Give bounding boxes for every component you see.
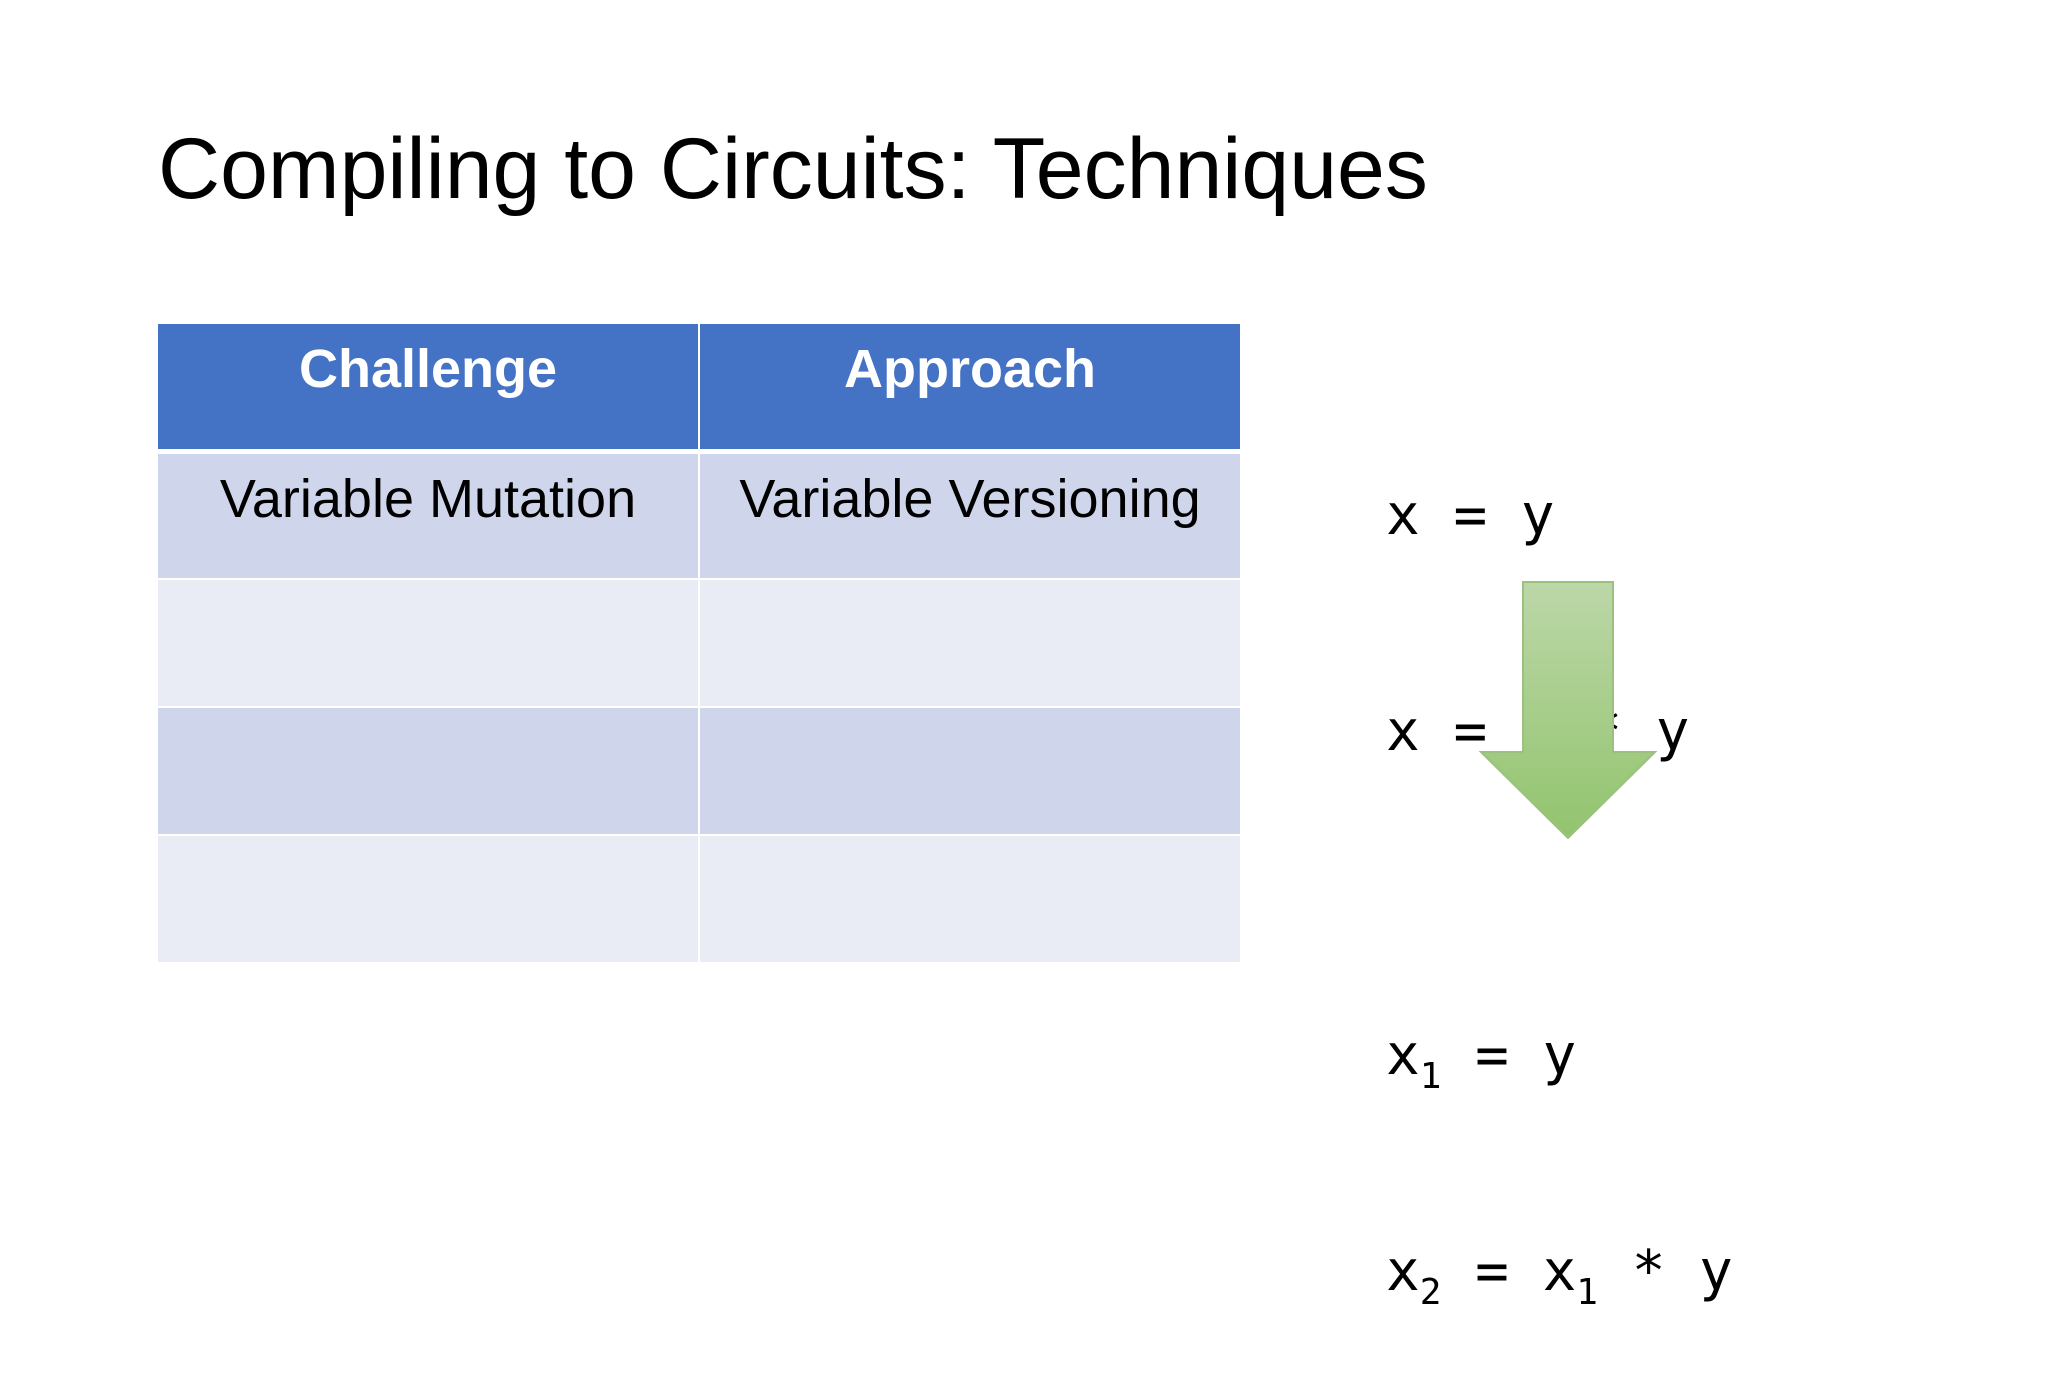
table-row [156, 706, 1242, 836]
code-after: x1 = y x2 = x1 * y [1386, 876, 1733, 1380]
code-after-line-2: x2 = x1 * y [1386, 1239, 1733, 1313]
table-cell [698, 706, 1242, 836]
techniques-table: Challenge Approach Variable Mutation Var… [156, 322, 1242, 964]
table-cell [156, 706, 700, 836]
slide-title: Compiling to Circuits: Techniques [158, 121, 1428, 217]
table-cell: Variable Mutation [156, 450, 700, 580]
arrow-down-icon [1478, 581, 1658, 840]
table-cell [698, 834, 1242, 964]
header-approach: Approach [698, 322, 1242, 454]
table-row [156, 578, 1242, 708]
table-cell [156, 578, 700, 708]
table-cell: Variable Versioning [698, 450, 1242, 580]
table-cell [156, 834, 700, 964]
table-row [156, 834, 1242, 964]
header-challenge: Challenge [156, 322, 700, 454]
table-cell [698, 578, 1242, 708]
code-before-line-1: x = y [1386, 483, 1555, 548]
table-row: Variable Mutation Variable Versioning [156, 450, 1242, 580]
table-header-row: Challenge Approach [156, 322, 1242, 454]
code-after-line-1: x1 = y [1386, 1023, 1577, 1097]
